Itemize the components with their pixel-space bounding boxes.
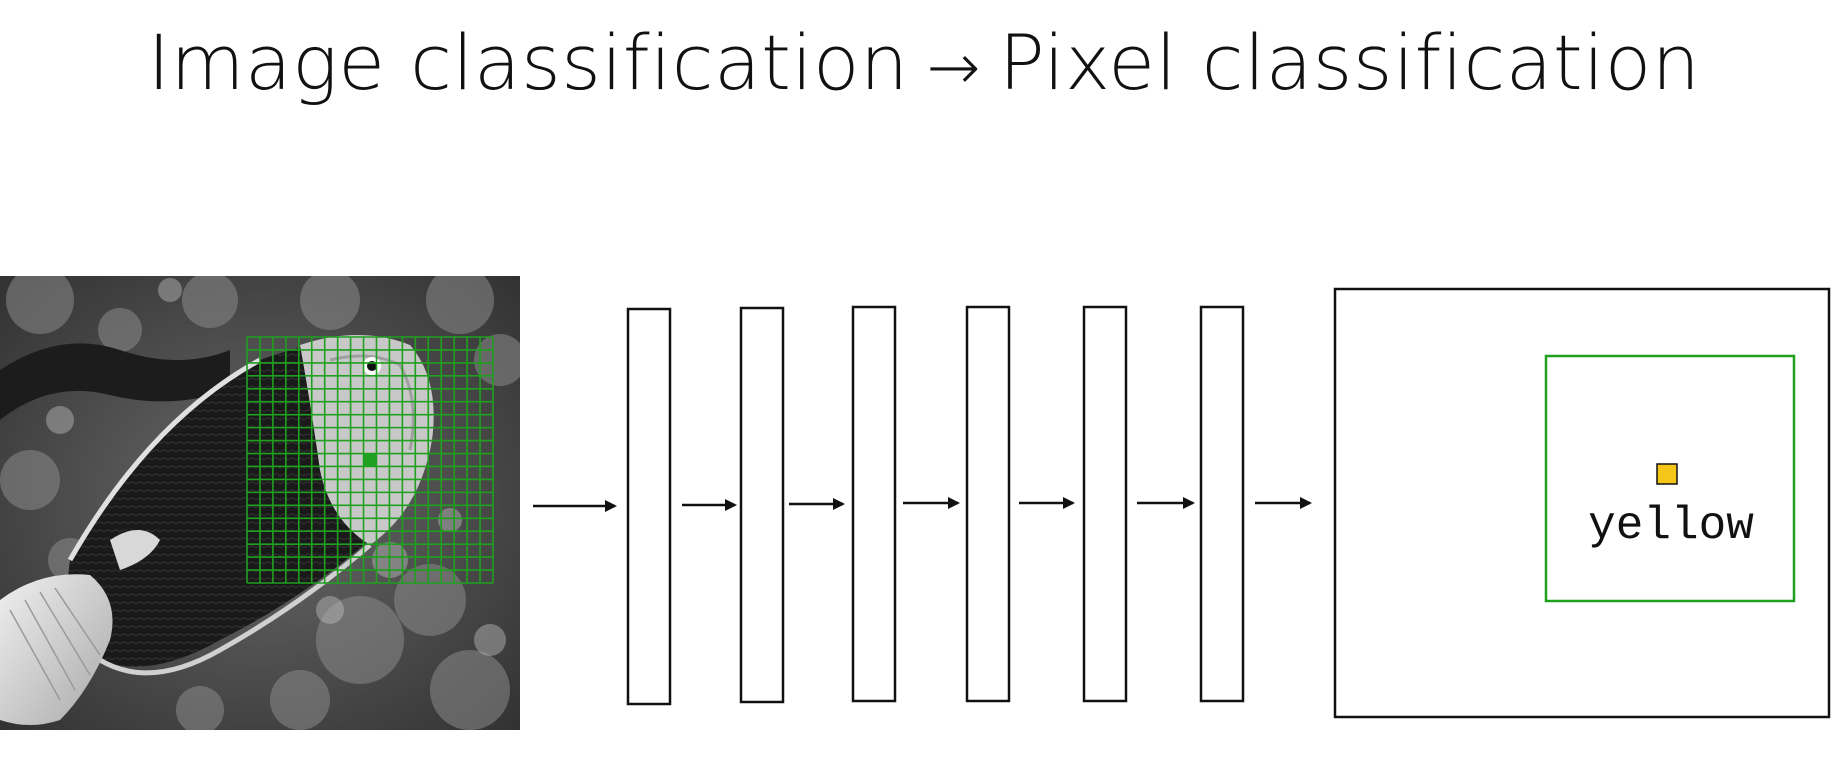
network-arrows (533, 497, 1312, 512)
title-arrow: → (926, 31, 981, 105)
output-class-label: yellow (1588, 500, 1754, 552)
center-pixel-highlight (363, 453, 377, 467)
title-left: Image classification (147, 18, 909, 107)
network-layer (1199, 305, 1245, 703)
title-right: Pixel classification (998, 18, 1701, 107)
output-patch-box (1544, 354, 1796, 603)
slide-title: Image classification→Pixel classificatio… (0, 18, 1848, 107)
network-layer (965, 305, 1011, 703)
network-layer (1082, 305, 1128, 703)
network-layer (851, 305, 897, 703)
output-frame (1333, 287, 1831, 719)
network-layer (626, 307, 672, 706)
network-layers (626, 305, 1245, 706)
network-layer (739, 306, 785, 704)
output-pixel-square (1656, 463, 1678, 485)
receptive-field-grid (246, 336, 494, 584)
